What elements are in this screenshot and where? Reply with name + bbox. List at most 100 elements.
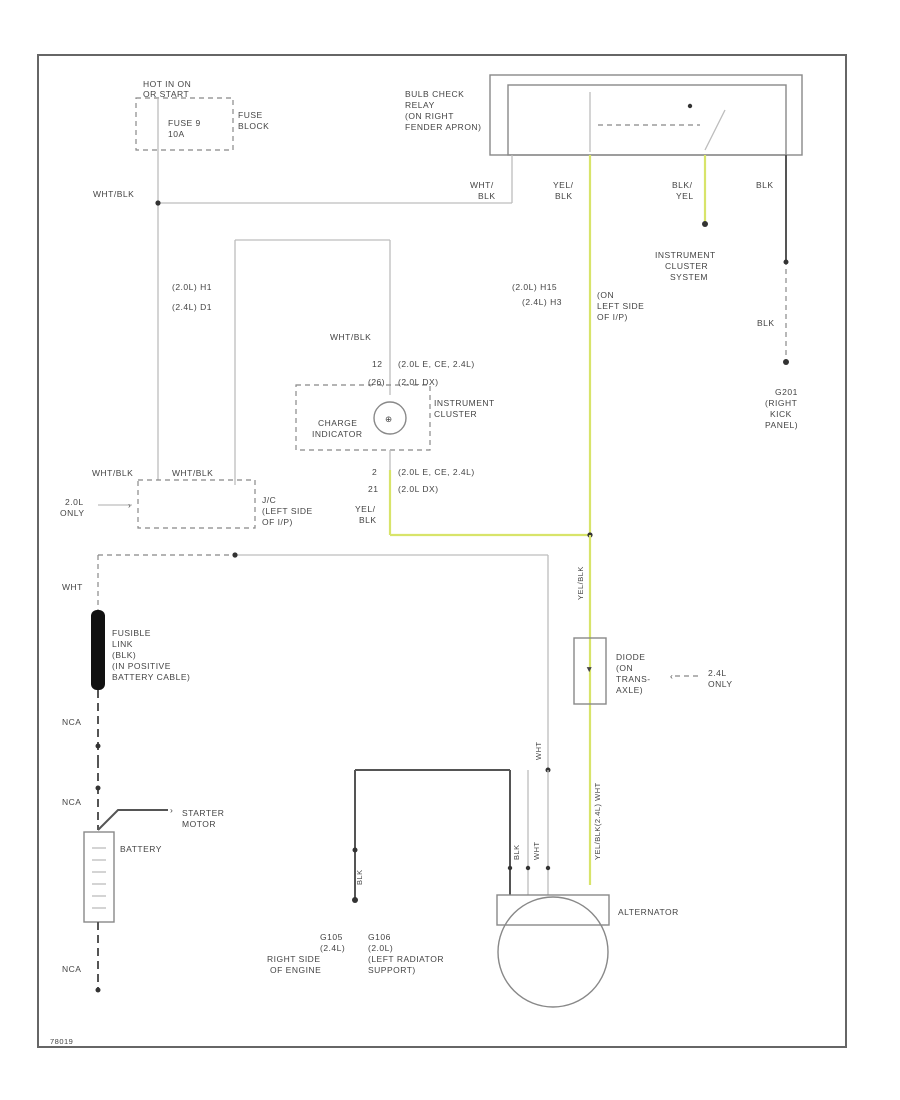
hot-in-on-label: HOT IN ON — [143, 79, 191, 89]
wht-blk-jc-label-1: WHT/BLK — [92, 468, 133, 478]
g105-label-4: OF ENGINE — [270, 965, 321, 975]
diagram-frame — [37, 54, 847, 1048]
connector-c-labels: (2.0L) H15 (2.4L) H3 (ON LEFT SIDE OF I/… — [512, 282, 644, 322]
wht-blk-mid-label: WHT/BLK — [330, 332, 371, 342]
g106-label-4: SUPPORT) — [368, 965, 416, 975]
charge-bulb-symbol: ⊕ — [385, 414, 393, 424]
diode-label-1: DIODE — [616, 652, 645, 662]
instrument-cluster-system-label-3: SYSTEM — [670, 272, 708, 282]
g105-label-2: (2.4L) — [320, 943, 345, 953]
yel-blk-alt-label: YEL/BLK(2.4L) WHT — [593, 782, 602, 860]
yel-blk-relay-label-1: YEL/ — [553, 180, 574, 190]
instrument-cluster-system-label-1: INSTRUMENT — [655, 250, 716, 260]
wht-blk-relay-label-1: WHT/ — [470, 180, 494, 190]
g105-label-1: G105 — [320, 932, 343, 942]
junction-connector: WHT/BLK WHT/BLK J/C (LEFT SIDE OF I/P) 2… — [60, 468, 313, 529]
wht-left-label: WHT — [62, 582, 83, 592]
figure-id: 78019 — [50, 1037, 73, 1046]
wht-blk-jc-label-2: WHT/BLK — [172, 468, 213, 478]
c24l-h3-label: (2.4L) H3 — [522, 297, 562, 307]
fuse-block-label: FUSE — [238, 110, 263, 120]
yel-blk-relay-label-2: BLK — [555, 191, 573, 201]
fuse-block-label-2: BLOCK — [238, 121, 269, 131]
g106-label-2: (2.0L) — [368, 943, 393, 953]
pin-2-label: 2 — [372, 467, 377, 477]
only-20l-label-1: 2.0L — [65, 497, 84, 507]
g201-label-4: PANEL) — [765, 420, 798, 430]
g106-label-1: G106 — [368, 932, 391, 942]
blk-right-label: BLK — [756, 180, 774, 190]
starter-arrow-icon: › — [170, 805, 173, 815]
jc-name: J/C — [262, 495, 276, 505]
fuse-block: HOT IN ON OR START FUSE 9 10A FUSE BLOCK — [135, 79, 269, 151]
charge-indicator-label-2: INDICATOR — [312, 429, 362, 439]
fusible-link-label-5: BATTERY CABLE) — [112, 672, 190, 682]
yel-blk-vertical-label: YEL/BLK — [576, 566, 585, 600]
yel-blk-left-label-1: YEL/ — [355, 504, 376, 514]
instrument-cluster: (2.0L) H1 (2.4L) D1 WHT/BLK ⊕ 12 (2.0L E… — [172, 239, 593, 538]
blk-lower-label: BLK — [757, 318, 775, 328]
diode-label-3: TRANS- — [616, 674, 651, 684]
wht-blk-feed-wire: WHT/BLK WHT/ BLK — [93, 150, 513, 480]
fusible-link-label-1: FUSIBLE — [112, 628, 151, 638]
hot-in-on-label-2: OR START — [143, 89, 189, 99]
blk-yel-label-2: YEL — [676, 191, 694, 201]
instrument-cluster-label-2: CLUSTER — [434, 409, 477, 419]
pin-26-models: (2.0L DX) — [398, 377, 439, 387]
pin-26-label: (26) — [368, 377, 385, 387]
wht-blk-top-label: WHT/BLK — [93, 189, 134, 199]
starter-motor-label-1: STARTER — [182, 808, 224, 818]
pin-21-models: (2.0L DX) — [398, 484, 439, 494]
yel-blk-left-label-2: BLK — [359, 515, 377, 525]
wht-blk-relay-label-2: BLK — [478, 191, 496, 201]
pin-2-models: (2.0L E, CE, 2.4L) — [398, 467, 475, 477]
bulb-check-relay-label-2: RELAY — [405, 100, 435, 110]
bulb-check-relay: BULB CHECK RELAY (ON RIGHT FENDER APRON) — [405, 74, 803, 156]
only-24l-label-1: 2.4L — [708, 668, 727, 678]
nca-label-1: NCA — [62, 717, 81, 727]
battery-circuit: NCA NCA › STARTER MOTOR BATTERY NCA — [62, 690, 224, 993]
wht-right-label: WHT — [534, 741, 543, 760]
nca-label-2: NCA — [62, 797, 81, 807]
fusible-link: FUSIBLE LINK (BLK) (IN POSITIVE BATTERY … — [91, 610, 190, 690]
wht-battery-wire: WHT — [62, 552, 549, 770]
fusible-link-label-3: (BLK) — [112, 650, 136, 660]
blk-ground-label: BLK — [355, 869, 364, 885]
alternator-label: ALTERNATOR — [618, 907, 679, 917]
fuse-amp: 10A — [168, 129, 185, 139]
charge-indicator-label-1: CHARGE — [318, 418, 357, 428]
fuse-name: FUSE 9 — [168, 118, 201, 128]
diode-label-4: AXLE) — [616, 685, 643, 695]
diode-symbol-icon: ▼ — [585, 664, 594, 674]
alternator: BLK WHT BLK WHT YEL/BLK(2.4L) WHT ALTERN… — [352, 741, 679, 1008]
g105-label-3: RIGHT SIDE — [267, 954, 321, 964]
fusible-link-label-4: (IN POSITIVE — [112, 661, 171, 671]
instrument-cluster-system-label-2: CLUSTER — [665, 261, 708, 271]
c20l-h1-label: (2.0L) H1 — [172, 282, 212, 292]
bulb-check-relay-label-3: (ON RIGHT — [405, 111, 454, 121]
c24l-h3-desc-3: OF I/P) — [597, 312, 628, 322]
g201-label-2: (RIGHT — [765, 398, 797, 408]
starter-motor-label-2: MOTOR — [182, 819, 216, 829]
bulb-check-relay-label: BULB CHECK — [405, 89, 464, 99]
jc-desc-1: (LEFT SIDE — [262, 506, 313, 516]
instrument-cluster-label-1: INSTRUMENT — [434, 398, 495, 408]
fusible-link-label-2: LINK — [112, 639, 133, 649]
g201-label-3: KICK — [770, 409, 792, 419]
diode-label-2: (ON — [616, 663, 633, 673]
jc-desc-2: OF I/P) — [262, 517, 293, 527]
only-20l-arrow-icon: › — [128, 500, 131, 510]
g106-label-3: (LEFT RADIATOR — [368, 954, 444, 964]
diode: ▼ YEL/BLK DIODE (ON TRANS- AXLE) ‹ 2.4L … — [573, 535, 732, 885]
c24l-h3-desc-2: LEFT SIDE — [597, 301, 644, 311]
only-24l-arrow-icon: ‹ — [670, 671, 673, 681]
c24l-h3-desc-1: (ON — [597, 290, 614, 300]
battery-label: BATTERY — [120, 844, 162, 854]
blk-yel-label-1: BLK/ — [672, 180, 693, 190]
pin-21-label: 21 — [368, 484, 378, 494]
wht-v-label: WHT — [532, 841, 541, 860]
c24l-d1-label: (2.4L) D1 — [172, 302, 212, 312]
pin-12-label: 12 — [372, 359, 382, 369]
ground-labels: G105 (2.4L) RIGHT SIDE OF ENGINE G106 (2… — [267, 932, 444, 975]
